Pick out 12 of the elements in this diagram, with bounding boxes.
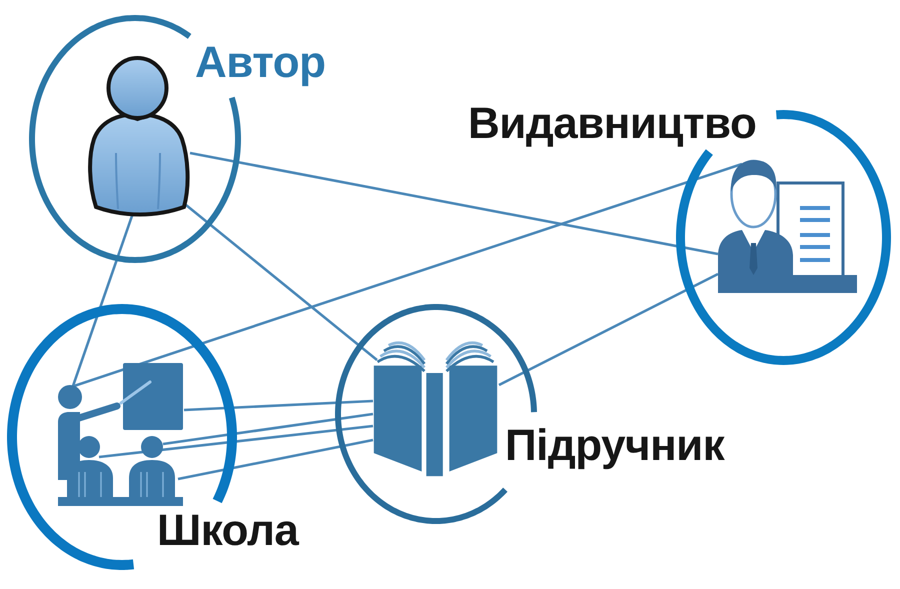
connector-line xyxy=(184,400,374,412)
connector-line xyxy=(162,412,374,446)
connector-line xyxy=(190,152,718,256)
connector-line xyxy=(98,424,374,458)
connector-line xyxy=(178,438,374,480)
connector-line xyxy=(74,162,742,388)
node-label: Школа xyxy=(157,509,298,553)
node-label: Підручник xyxy=(505,424,724,468)
node-label: Видавництво xyxy=(468,102,756,146)
connector-line xyxy=(185,204,378,361)
node-label: Автор xyxy=(195,41,326,85)
connector-line xyxy=(498,272,719,386)
